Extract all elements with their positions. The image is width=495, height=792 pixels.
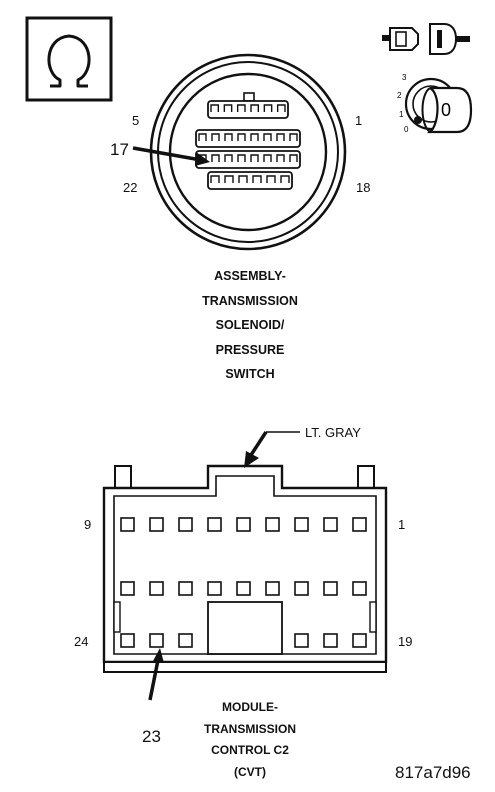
- pin-label-5: 5: [132, 113, 140, 128]
- cavity: [149, 517, 164, 532]
- pin-label-22: 22: [123, 180, 138, 195]
- cavity: [178, 581, 193, 596]
- connector-disconnect-icon: [382, 23, 470, 55]
- ignition-pos-1: 1: [399, 110, 404, 119]
- cavity: [207, 581, 222, 596]
- caption-line: (CVT): [234, 764, 266, 779]
- cavity: [236, 581, 251, 596]
- caption-line: PRESSURE: [215, 342, 285, 357]
- cavity: [120, 581, 135, 596]
- ignition-switch-icon: 3 2 1 0 0: [397, 73, 473, 134]
- cavity: [294, 517, 309, 532]
- ignition-pos-0: 0: [404, 125, 409, 134]
- cavity: [323, 633, 338, 648]
- figure-id: 817a7d96: [395, 763, 471, 782]
- cavity: [120, 517, 135, 532]
- pin-rows: [195, 100, 301, 190]
- caption-line: TRANSMISSION: [202, 293, 298, 308]
- cavity: [149, 581, 164, 596]
- cavity: [265, 581, 280, 596]
- connector1-caption: ASSEMBLY- TRANSMISSION SOLENOID/ PRESSUR…: [180, 264, 320, 387]
- pin-callout-17: 17: [110, 140, 129, 159]
- caption-line: SWITCH: [225, 367, 275, 381]
- pin-row: [195, 129, 301, 148]
- ignition-key-label: 0: [441, 100, 451, 120]
- pin-label-19: 19: [398, 634, 413, 649]
- ignition-pos-2: 2: [397, 91, 402, 100]
- cavity-grid: [120, 517, 367, 648]
- cavity: [352, 581, 367, 596]
- cavity: [236, 517, 251, 532]
- callout-arrow-17: [132, 146, 202, 162]
- cavity: [178, 517, 193, 532]
- pin-label-1b: 1: [398, 517, 406, 532]
- caption-line: SOLENOID/: [215, 318, 285, 332]
- pin-label-1: 1: [355, 113, 363, 128]
- cavity: [323, 581, 338, 596]
- caption-line: CONTROL C2: [211, 743, 289, 757]
- pin-callout-23: 23: [142, 727, 161, 746]
- cavity: [294, 581, 309, 596]
- caption-line: ASSEMBLY-: [214, 269, 286, 283]
- pin-label-24: 24: [74, 634, 89, 649]
- cavity: [207, 517, 222, 532]
- connector2-caption: MODULE- TRANSMISSION CONTROL C2 (CVT): [180, 697, 320, 783]
- pin-row: [207, 171, 293, 190]
- cavity: [178, 633, 193, 648]
- cavity: [323, 517, 338, 532]
- cavity: [352, 633, 367, 648]
- cavity: [294, 633, 309, 648]
- cavity: [120, 633, 135, 648]
- caption-line: MODULE-: [222, 700, 278, 714]
- ohmmeter-icon: [25, 16, 113, 102]
- rect-connector: [102, 431, 388, 701]
- pin-row: [207, 100, 289, 119]
- pin-label-18: 18: [356, 180, 371, 195]
- cavity: [265, 517, 280, 532]
- caption-line: TRANSMISSION: [203, 721, 296, 736]
- pin-label-9: 9: [84, 517, 92, 532]
- cavity: [352, 517, 367, 532]
- ignition-pos-3: 3: [402, 73, 407, 82]
- round-connector: [132, 53, 347, 251]
- color-callout: LT. GRAY: [305, 425, 361, 440]
- cavity: [149, 633, 164, 648]
